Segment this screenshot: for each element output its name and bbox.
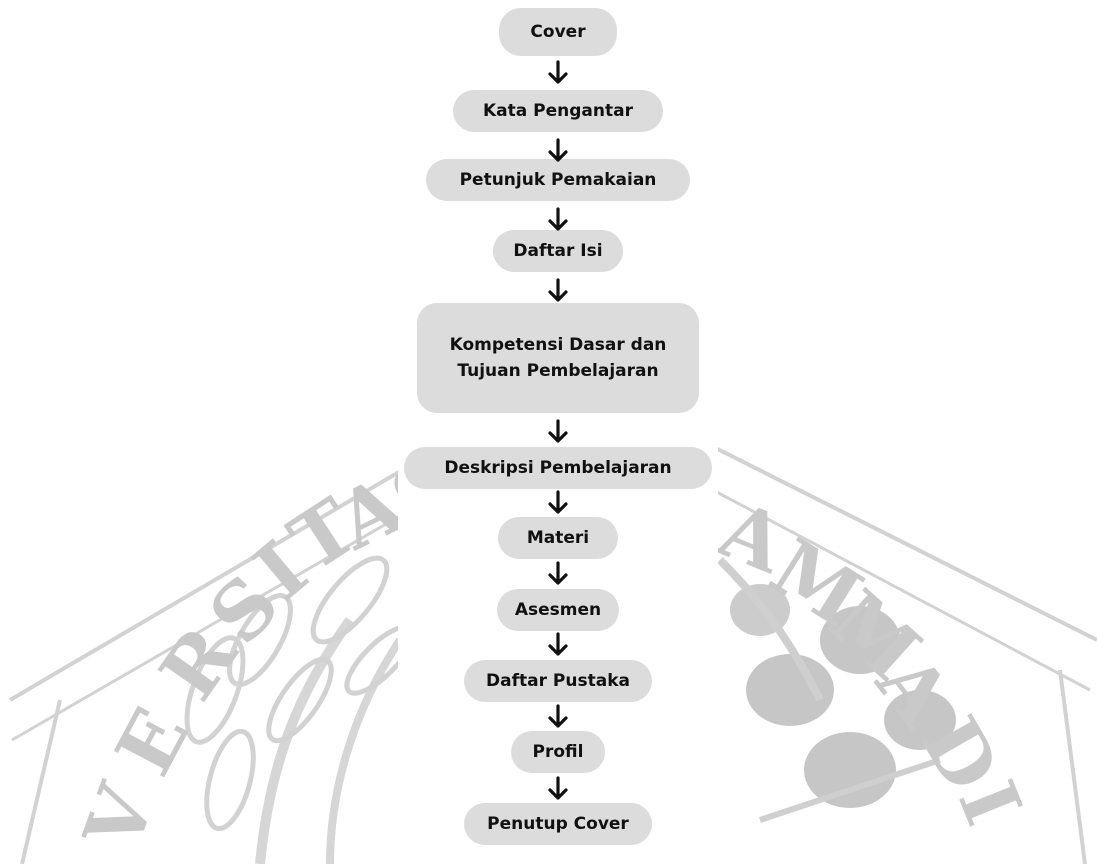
flow-step: Daftar Pustaka xyxy=(464,660,652,702)
flow-step: Daftar Isi xyxy=(493,230,623,272)
flow-step: Kata Pengantar xyxy=(453,90,663,132)
arrow-down-icon xyxy=(548,776,568,800)
flow-step: Petunjuk Pemakaian xyxy=(426,159,690,201)
arrow-down-icon xyxy=(548,278,568,302)
arrow-down-icon xyxy=(548,704,568,728)
flow-step: Kompetensi Dasar dan Tujuan Pembelajaran xyxy=(417,303,699,413)
flow-step: Deskripsi Pembelajaran xyxy=(404,447,712,489)
flow-step: Asesmen xyxy=(497,589,619,631)
flow-step: Penutup Cover xyxy=(464,803,652,845)
arrow-down-icon xyxy=(548,561,568,585)
arrow-down-icon xyxy=(548,632,568,656)
arrow-down-icon xyxy=(548,490,568,514)
flow-step: Profil xyxy=(511,731,605,773)
arrow-down-icon xyxy=(548,138,568,162)
arrow-down-icon xyxy=(548,60,568,84)
flow-step: Materi xyxy=(498,517,618,559)
flow-step: Cover xyxy=(499,8,617,56)
arrow-down-icon xyxy=(548,207,568,231)
arrow-down-icon xyxy=(548,419,568,443)
